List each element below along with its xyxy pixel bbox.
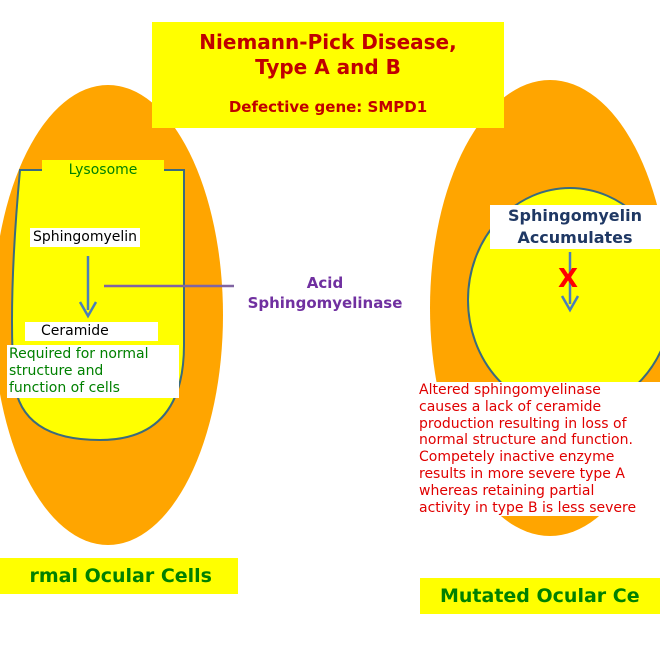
title-box: Niemann-Pick Disease, Type A and B Defec…	[152, 22, 504, 128]
mutation-note-line: whereas retaining partial	[419, 482, 595, 499]
normal-note-line: Required for normal	[9, 346, 149, 362]
enzyme-label-line-2: Sphingomyelinase	[247, 294, 403, 312]
mutation-note-line: normal structure and function.	[419, 432, 633, 449]
normal-function-note: Required for normal structure and functi…	[7, 345, 179, 398]
blocked-x-mark: X	[558, 264, 579, 294]
enzyme-label: Acid Sphingomyelinase	[228, 273, 422, 313]
enzyme-label-line-1: Acid	[306, 274, 344, 292]
lysosome-label: Lysosome	[42, 160, 164, 180]
sphingomyelin-label: Sphingomyelin	[30, 228, 141, 247]
mutation-note-line: Altered sphingomyelinase	[419, 382, 601, 398]
accumulates-label: Sphingomyelin Accumulates	[490, 205, 660, 249]
title-line-2: Type A and B	[255, 55, 401, 79]
defective-gene-label: Defective gene: SMPD1	[228, 98, 428, 116]
mutation-note-line: causes a lack of ceramide	[419, 398, 602, 415]
normal-cells-caption: rmal Ocular Cells	[0, 558, 238, 594]
accumulates-line-1: Sphingomyelin	[508, 206, 642, 225]
mutation-effect-note: Altered sphingomyelinase causes a lack o…	[417, 382, 660, 517]
normal-note-line: structure and	[9, 363, 104, 379]
mutation-note-line: production resulting in loss of	[419, 415, 627, 432]
mutated-cells-caption: Mutated Ocular Ce	[420, 578, 660, 614]
normal-cells-caption-text: rmal Ocular Cells	[29, 565, 212, 587]
normal-lysosome	[11, 169, 185, 442]
normal-note-line: function of cells	[9, 380, 120, 396]
mutation-note-line: Competely inactive enzyme	[419, 449, 615, 466]
mutation-note-line: activity in type B is less severe	[419, 499, 637, 516]
mutation-note-line: results in more severe type A	[419, 465, 625, 482]
title-line-1: Niemann-Pick Disease,	[199, 30, 457, 54]
ceramide-label: Ceramide	[25, 322, 158, 341]
blocked-arrow-head	[560, 295, 580, 313]
accumulates-line-2: Accumulates	[517, 228, 633, 247]
conversion-arrow-head	[78, 301, 98, 319]
mutated-cells-caption-text: Mutated Ocular Ce	[440, 585, 640, 607]
